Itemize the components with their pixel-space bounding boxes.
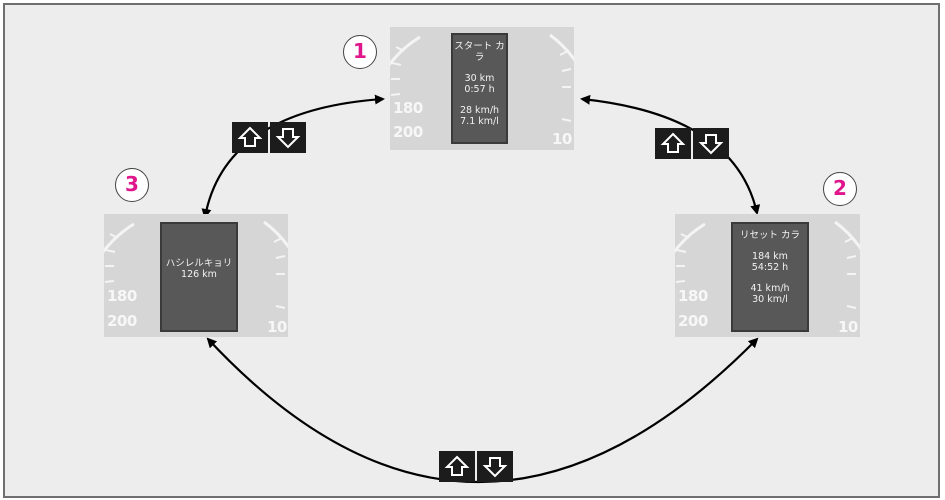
down-button[interactable] [270,122,306,153]
up-arrow-icon [660,132,686,153]
down-arrow-icon [698,134,724,155]
lcd-title: ハシレルキョリ [165,258,233,269]
gauge-label-180: 180 [107,287,137,305]
gauge-label-10: 10 [838,318,858,336]
up-arrow-icon [237,126,263,147]
arrow-1-3 [201,94,385,219]
gauge-background [104,220,288,309]
lcd-time: 54:52 h [751,262,789,273]
button-pair-top-right [655,128,735,159]
up-button[interactable] [655,128,691,159]
down-arrow-icon [482,457,508,478]
step-badge-3: 3 [115,168,149,202]
lcd-avg-speed: 28 km/h [459,105,500,116]
lcd-time: 0:57 h [464,84,495,95]
step-badge-2: 2 [823,172,857,206]
lcd-title: スタート カラ [454,41,505,63]
gauge-background [390,33,574,122]
button-pair-top-left [232,122,312,153]
gauge-label-10: 10 [267,318,287,336]
lcd-range: 126 km [181,269,217,280]
down-button[interactable] [477,451,513,482]
lcd-distance: 30 km [464,73,495,84]
gauge-label-200: 200 [107,312,137,330]
lcd-title: リセット カラ [739,230,801,241]
lcd-panel: ハシレルキョリ 126 km [160,222,238,332]
up-button[interactable] [439,451,475,482]
down-button[interactable] [693,128,729,159]
gauge-background [675,220,860,309]
lcd-fuel-economy: 7.1 km/l [460,116,499,127]
lcd-panel: スタート カラ 30 km 0:57 h 28 km/h 7.1 km/l [451,33,508,144]
gauge-label-200: 200 [678,312,708,330]
diagram-frame: 180 200 10 スタート カラ 30 km 0:57 h 28 km/h … [3,3,940,498]
button-pair-bottom [439,451,519,482]
display-screen-2: 180 200 10 リセット カラ 184 km 54:52 h 41 km/… [675,214,860,337]
lcd-distance: 184 km [752,251,788,262]
display-screen-3: 180 200 10 ハシレルキョリ 126 km [104,214,288,337]
gauge-label-10: 10 [552,130,572,148]
lcd-avg-speed: 41 km/h [750,283,790,294]
lcd-panel: リセット カラ 184 km 54:52 h 41 km/h 30 km/l [731,222,809,332]
display-screen-1: 180 200 10 スタート カラ 30 km 0:57 h 28 km/h … [390,27,574,150]
gauge-label-180: 180 [393,99,423,117]
gauge-label-180: 180 [678,287,708,305]
lcd-fuel-economy: 30 km/l [752,294,788,305]
down-arrow-icon [275,128,301,149]
up-arrow-icon [444,455,470,476]
step-badge-1: 1 [343,35,377,69]
gauge-label-200: 200 [393,123,423,141]
up-button[interactable] [232,122,268,153]
